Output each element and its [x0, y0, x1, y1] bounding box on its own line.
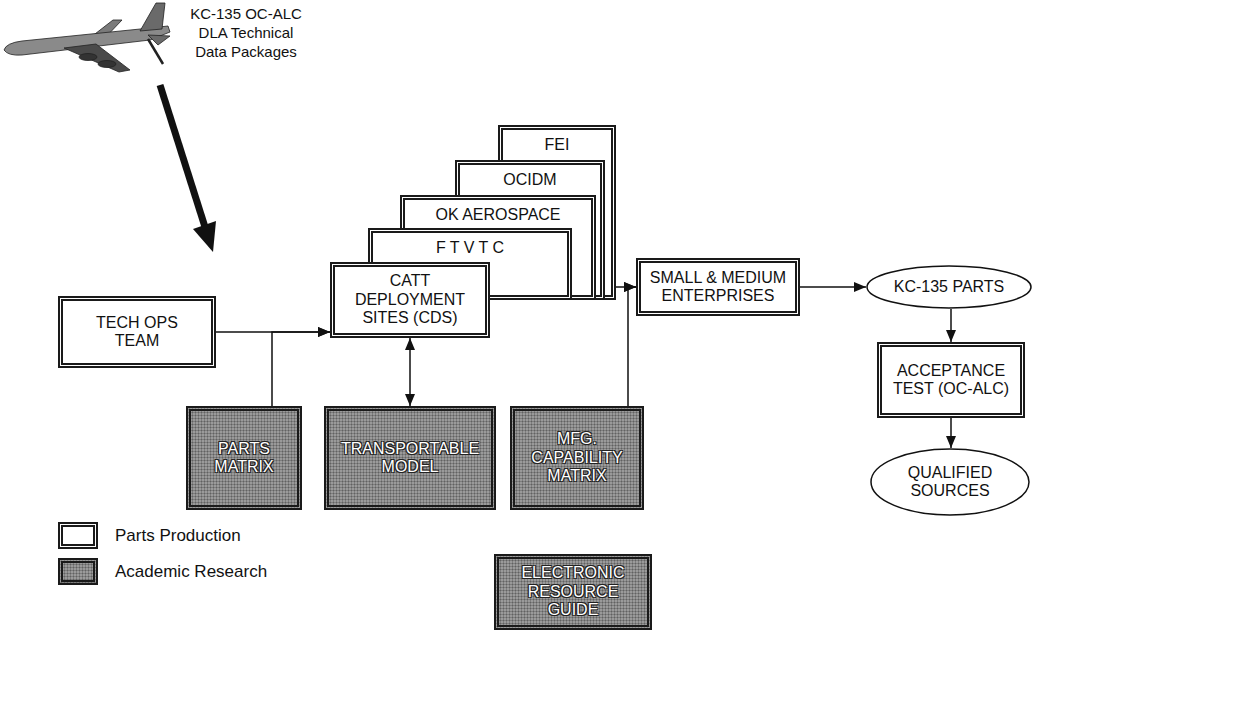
node-text: KC-135 PARTS	[894, 278, 1005, 296]
legend-swatch	[58, 558, 98, 585]
process-box: SMALL & MEDIUM ENTERPRISES	[636, 258, 800, 316]
refuel-boom	[148, 39, 163, 64]
node-text: F T V T C	[436, 239, 504, 257]
process-box: ACCEPTANCE TEST (OC-ALC)	[877, 342, 1025, 418]
node-text: QUALIFIED SOURCES	[900, 464, 1000, 501]
process-box: TECH OPS TEAM	[58, 296, 216, 368]
output-ellipse: KC-135 PARTS	[866, 265, 1032, 309]
flow-arrow	[409, 338, 411, 406]
node-text: CATT DEPLOYMENT SITES (CDS)	[345, 272, 475, 327]
flow-arrow	[950, 418, 952, 448]
aircraft-engine	[79, 54, 97, 61]
flow-arrow	[628, 287, 636, 406]
process-box: CATT DEPLOYMENT SITES (CDS)	[330, 262, 490, 338]
node-text: TECH OPS TEAM	[85, 314, 189, 351]
research-box: TRANSPORTABLE MODEL	[324, 406, 496, 510]
node-text: TRANSPORTABLE MODEL	[336, 440, 484, 477]
node-text: SMALL & MEDIUM ENTERPRISES	[648, 269, 788, 306]
aircraft-near-wing	[64, 44, 130, 72]
output-ellipse: QUALIFIED SOURCES	[870, 448, 1030, 516]
input-arrow-shaft	[160, 85, 205, 227]
ellipse-outline	[871, 449, 1029, 515]
flow-arrow	[800, 286, 866, 288]
research-box: PARTS MATRIX	[186, 406, 302, 510]
source-label: KC-135 OC-ALC DLA Technical Data Package…	[184, 4, 308, 62]
legend-row: Academic Research	[58, 558, 267, 585]
flow-arrow	[950, 309, 952, 342]
flow-arrow	[272, 332, 330, 406]
kc135-aircraft	[4, 3, 170, 72]
aircraft-engine	[98, 61, 116, 68]
ellipse-outline	[867, 266, 1031, 308]
node-text: FEI	[545, 136, 570, 154]
node-text: MFG. CAPABILITY MATRIX	[522, 430, 632, 485]
node-text: OK AEROSPACE	[435, 206, 560, 224]
input-arrow-head	[193, 221, 216, 252]
node-text: ELECTRONIC RESOURCE GUIDE	[513, 564, 633, 619]
legend-text: Parts Production	[115, 526, 241, 546]
legend-text: Academic Research	[115, 562, 267, 582]
legend-swatch	[58, 522, 98, 549]
node-text: ACCEPTANCE TEST (OC-ALC)	[890, 362, 1012, 399]
aircraft-tail-fin	[140, 3, 165, 31]
research-box: MFG. CAPABILITY MATRIX	[510, 406, 644, 510]
input-arrow	[160, 85, 216, 252]
research-box: ELECTRONIC RESOURCE GUIDE	[494, 554, 652, 629]
legend-row: Parts Production	[58, 522, 241, 549]
node-text: OCIDM	[503, 171, 556, 189]
node-text: PARTS MATRIX	[202, 440, 286, 477]
